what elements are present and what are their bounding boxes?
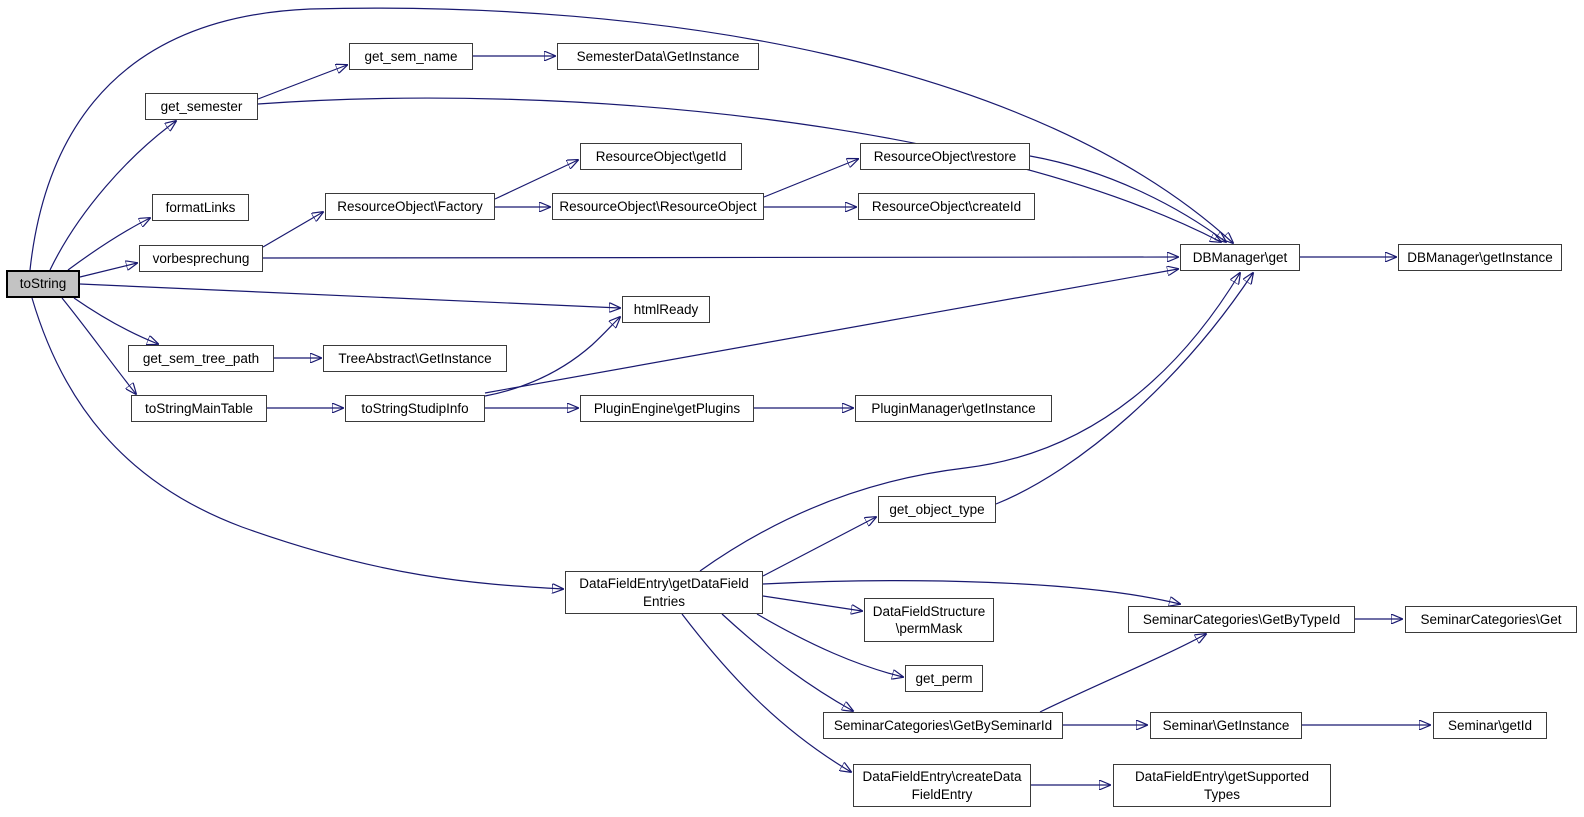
edge-datafieldentry_getdatafieldentries-to-get_perm [756,613,903,677]
node-get_perm[interactable]: get_perm [905,665,983,692]
node-seminar_getid[interactable]: Seminar\getId [1433,712,1547,739]
edge-resourceobject_restore-to-dbmanager_get [1029,155,1226,242]
edge-tostring-to-get_sem_tree_path [73,297,158,344]
node-pluginengine_getplugins[interactable]: PluginEngine\getPlugins [580,395,754,422]
edge-get_object_type-to-dbmanager_get [995,273,1253,505]
node-datafieldentry_getsupportedtypes[interactable]: DataFieldEntry\getSupported Types [1113,764,1331,807]
edge-datafieldentry_getdatafieldentries-to-dbmanager_get [699,273,1240,572]
node-dbmanager_getinstance[interactable]: DBManager\getInstance [1398,244,1562,271]
node-tostringmaintable[interactable]: toStringMainTable [131,395,267,422]
node-seminarcategories_getbyseminarid[interactable]: SeminarCategories\GetBySeminarId [823,712,1063,739]
node-dbmanager_get[interactable]: DBManager\get [1180,244,1300,271]
node-treeabstract_getinstance[interactable]: TreeAbstract\GetInstance [323,345,507,372]
edge-seminarcategories_getbyseminarid-to-seminarcategories_getbytypeid [1039,634,1206,713]
edge-tostring-to-htmlready [79,283,620,308]
edge-get_semester-to-get_sem_name [257,65,347,100]
edge-datafieldentry_getdatafieldentries-to-get_object_type [762,517,876,577]
edge-tostring-to-tostringmaintable [61,297,136,394]
node-resourceobject_factory[interactable]: ResourceObject\Factory [325,193,495,220]
node-semesterdata_getinstance[interactable]: SemesterData\GetInstance [557,43,759,70]
node-datafieldentry_createdatafieldentry[interactable]: DataFieldEntry\createData FieldEntry [853,764,1031,807]
node-datafieldentry_getdatafieldentries[interactable]: DataFieldEntry\getDataField Entries [565,571,763,614]
node-seminar_getinstance[interactable]: Seminar\GetInstance [1150,712,1302,739]
node-get_semester[interactable]: get_semester [145,93,258,120]
node-resourceobject_resourceobject[interactable]: ResourceObject\ResourceObject [552,193,764,220]
node-resourceobject_restore[interactable]: ResourceObject\restore [860,143,1030,170]
node-seminarcategories_getbytypeid[interactable]: SeminarCategories\GetByTypeId [1128,606,1355,633]
node-vorbesprechung[interactable]: vorbesprechung [139,245,263,272]
node-resourceobject_createid[interactable]: ResourceObject\createId [858,193,1035,220]
edge-tostring-to-get_semester [49,121,176,271]
node-formatlinks[interactable]: formatLinks [152,194,249,221]
node-datafieldstructure_permmask[interactable]: DataFieldStructure \permMask [864,598,994,642]
node-tostring: toString [6,270,80,298]
node-resourceobject_getid[interactable]: ResourceObject\getId [580,143,742,170]
node-seminarcategories_get[interactable]: SeminarCategories\Get [1405,606,1577,633]
edge-vorbesprechung-to-dbmanager_get [262,257,1178,258]
edge-tostringstudipinfo-to-dbmanager_get [484,269,1178,394]
node-get_sem_tree_path[interactable]: get_sem_tree_path [128,345,274,372]
edge-resourceobject_factory-to-resourceobject_getid [494,160,578,200]
edge-tostring-to-formatlinks [67,218,150,271]
edge-datafieldentry_getdatafieldentries-to-seminarcategories_getbyseminarid [721,613,853,711]
node-tostringstudipinfo[interactable]: toStringStudipInfo [345,395,485,422]
edge-datafieldentry_getdatafieldentries-to-seminarcategories_getbytypeid [762,580,1180,604]
edge-datafieldentry_getdatafieldentries-to-datafieldentry_createdatafieldentry [681,613,851,772]
node-get_object_type[interactable]: get_object_type [878,496,996,523]
node-get_sem_name[interactable]: get_sem_name [349,43,473,70]
edge-tostring-to-dbmanager_get [29,7,1233,271]
edge-datafieldentry_getdatafieldentries-to-datafieldstructure_permmask [762,595,862,611]
edge-vorbesprechung-to-resourceobject_factory [262,212,323,248]
edge-resourceobject_resourceobject-to-resourceobject_restore [763,159,858,198]
edge-get_semester-to-dbmanager_get [257,97,1221,242]
edge-tostring-to-datafieldentry_getdatafieldentries [31,297,563,589]
node-htmlready[interactable]: htmlReady [622,296,710,323]
edge-tostring-to-vorbesprechung [79,263,137,278]
node-pluginmanager_getinstance[interactable]: PluginManager\getInstance [855,395,1052,422]
